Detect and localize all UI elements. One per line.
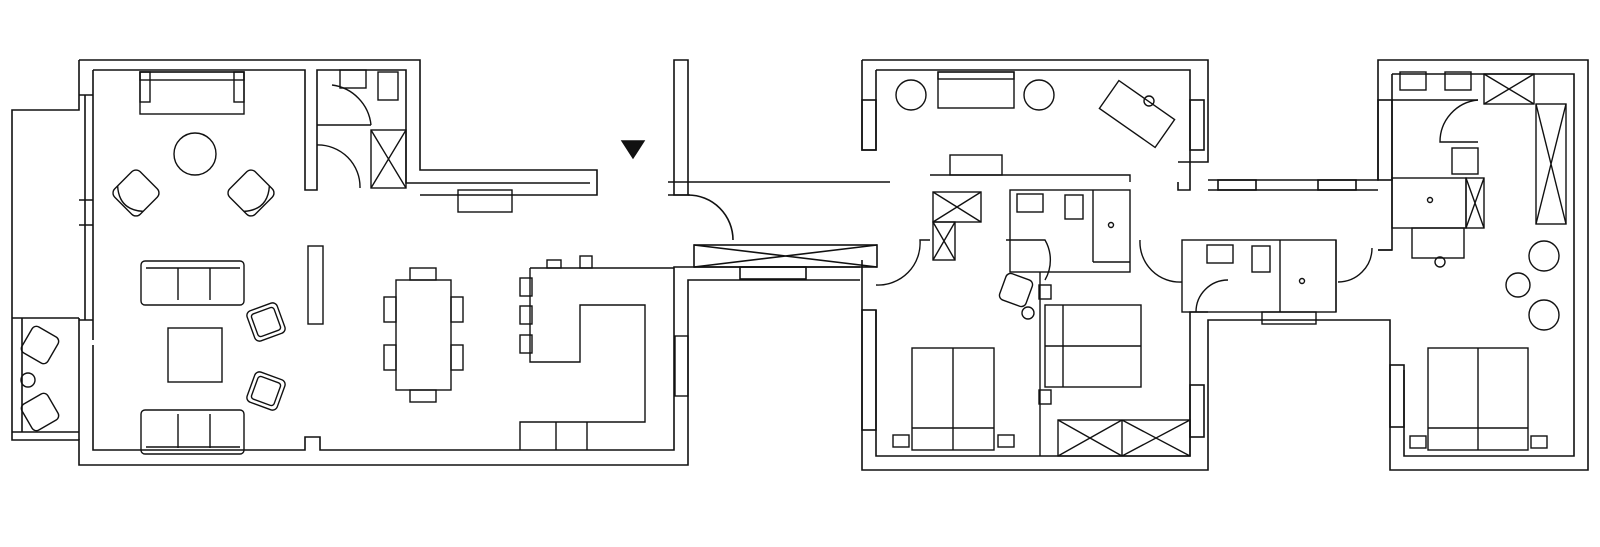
- block-b-furniture: [875, 71, 1567, 457]
- block-a-walls: [11, 59, 860, 466]
- block-b-walls: [861, 59, 1589, 471]
- entrance-corridor: [668, 59, 890, 280]
- entrance-arrow-icon: [620, 140, 646, 160]
- block-a-furniture: [20, 69, 689, 455]
